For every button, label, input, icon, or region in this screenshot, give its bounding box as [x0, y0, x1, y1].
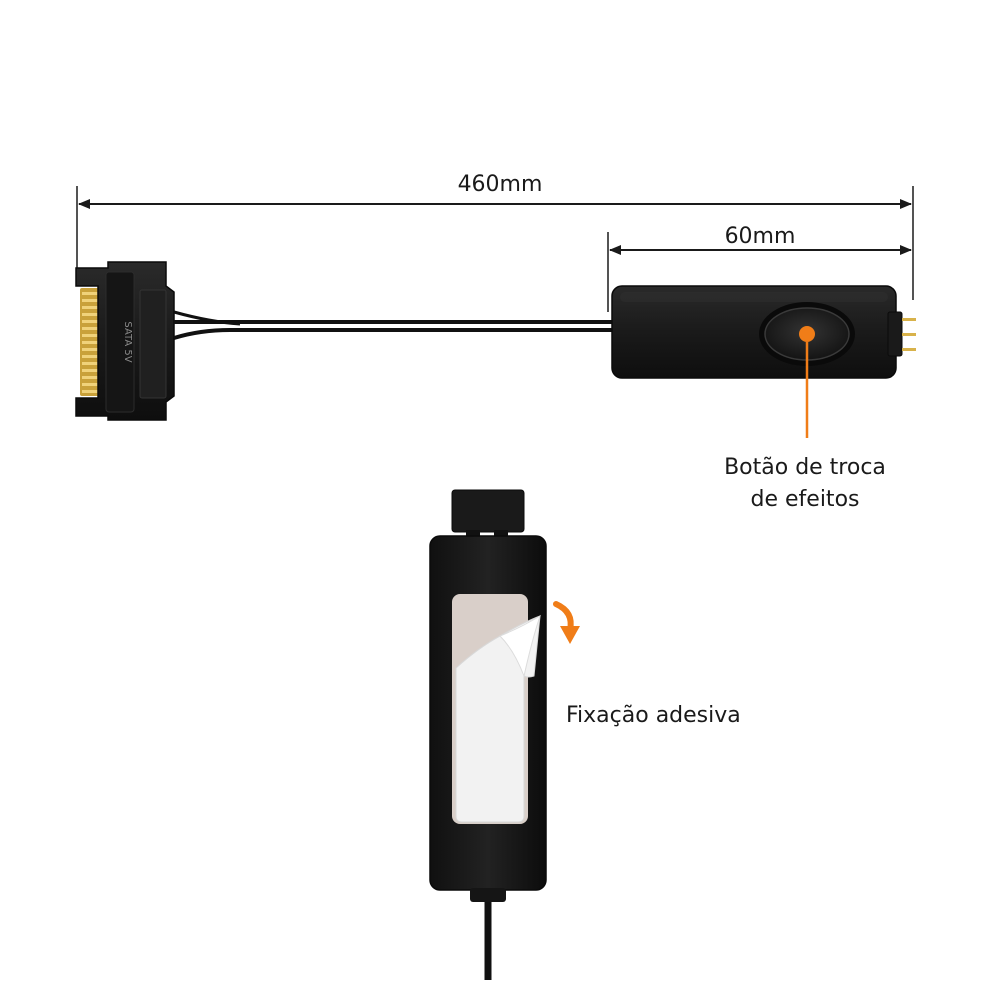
sata-face [105, 271, 135, 413]
sata-imprint: SATA 5V [122, 321, 133, 362]
dimension-module [607, 232, 912, 312]
curved-arrow-down-icon [553, 601, 580, 644]
sata-grip [139, 289, 167, 399]
orange-dot-icon [799, 326, 815, 342]
button-callout-line-1: Botão de troca [724, 455, 886, 480]
back-plug [451, 489, 525, 533]
cable-horizontal [173, 310, 612, 340]
sata-pins [82, 292, 100, 393]
module-pin-2 [902, 333, 916, 336]
controller-module [611, 285, 916, 379]
liner-curl [499, 614, 541, 678]
button-callout-line-2: de efeitos [750, 487, 860, 512]
sata-connector: SATA 5V [75, 261, 175, 421]
dimension-module-label: 60mm [724, 224, 796, 249]
dimension-total [76, 186, 914, 300]
adhesive-callout-label: Fixação adesiva [566, 703, 741, 728]
back-strain-relief [470, 888, 506, 902]
module-plug [887, 311, 903, 357]
module-pin-3 [902, 348, 916, 351]
controller-module-back [429, 489, 547, 902]
dimension-total-label: 460mm [457, 172, 543, 197]
module-pin-1 [902, 318, 916, 321]
button-callout-label: Botão de troca de efeitos [690, 452, 920, 516]
